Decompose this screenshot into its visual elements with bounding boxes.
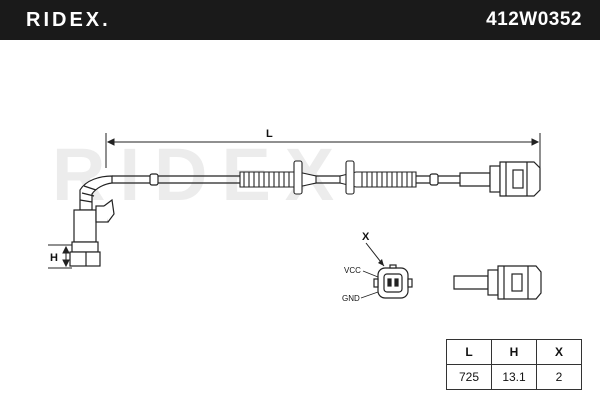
brand-logo: RIDEX. [26,9,111,31]
height-dimension [48,244,72,269]
spec-value-x: 2 [536,364,582,390]
cable-grommet-2 [339,160,417,195]
gnd-leader [360,291,379,299]
spec-header-row: L H X [446,339,582,365]
connector-face [373,264,413,299]
specification-table: L H X 725 13.1 2 [446,339,582,390]
vcc-leader [362,270,379,278]
technical-drawing: RIDEX L [48,128,542,303]
spec-value-h: 13.1 [491,364,537,390]
length-dimension [105,133,541,168]
cable-grommet-1 [239,160,317,195]
connector-pointer-arrow [378,259,384,266]
connector-label: X [362,231,370,243]
vcc-label: VCC [344,266,361,275]
end-connector [459,161,541,197]
sensor-head [69,175,115,267]
header-bar: RIDEX. 412W0352 [0,0,600,40]
spec-header-l: L [446,339,492,365]
height-label: H [50,252,58,264]
spec-header-x: X [536,339,582,365]
gnd-label: GND [342,294,360,303]
spec-header-h: H [491,339,537,365]
spec-value-l: 725 [446,364,492,390]
length-label: L [266,128,273,140]
spec-value-row: 725 13.1 2 [446,364,582,390]
part-number: 412W0352 [486,9,582,30]
connector-side-view [453,265,542,300]
